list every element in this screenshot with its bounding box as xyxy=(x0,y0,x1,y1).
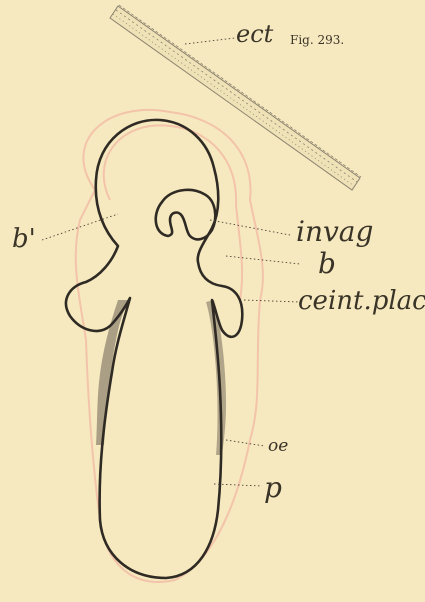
figure-title: Fig. 293. xyxy=(290,34,344,46)
embryo-outline xyxy=(66,120,242,578)
label-ceint-plac: ceint.plac xyxy=(298,288,425,314)
label-p: p xyxy=(264,474,282,502)
label-oe: oe xyxy=(268,438,288,455)
halo-outline xyxy=(76,110,263,582)
label-ect: ect xyxy=(236,22,273,46)
label-invag: invag xyxy=(296,218,373,246)
label-b-prime: b' xyxy=(12,226,36,252)
label-b: b xyxy=(318,250,336,278)
